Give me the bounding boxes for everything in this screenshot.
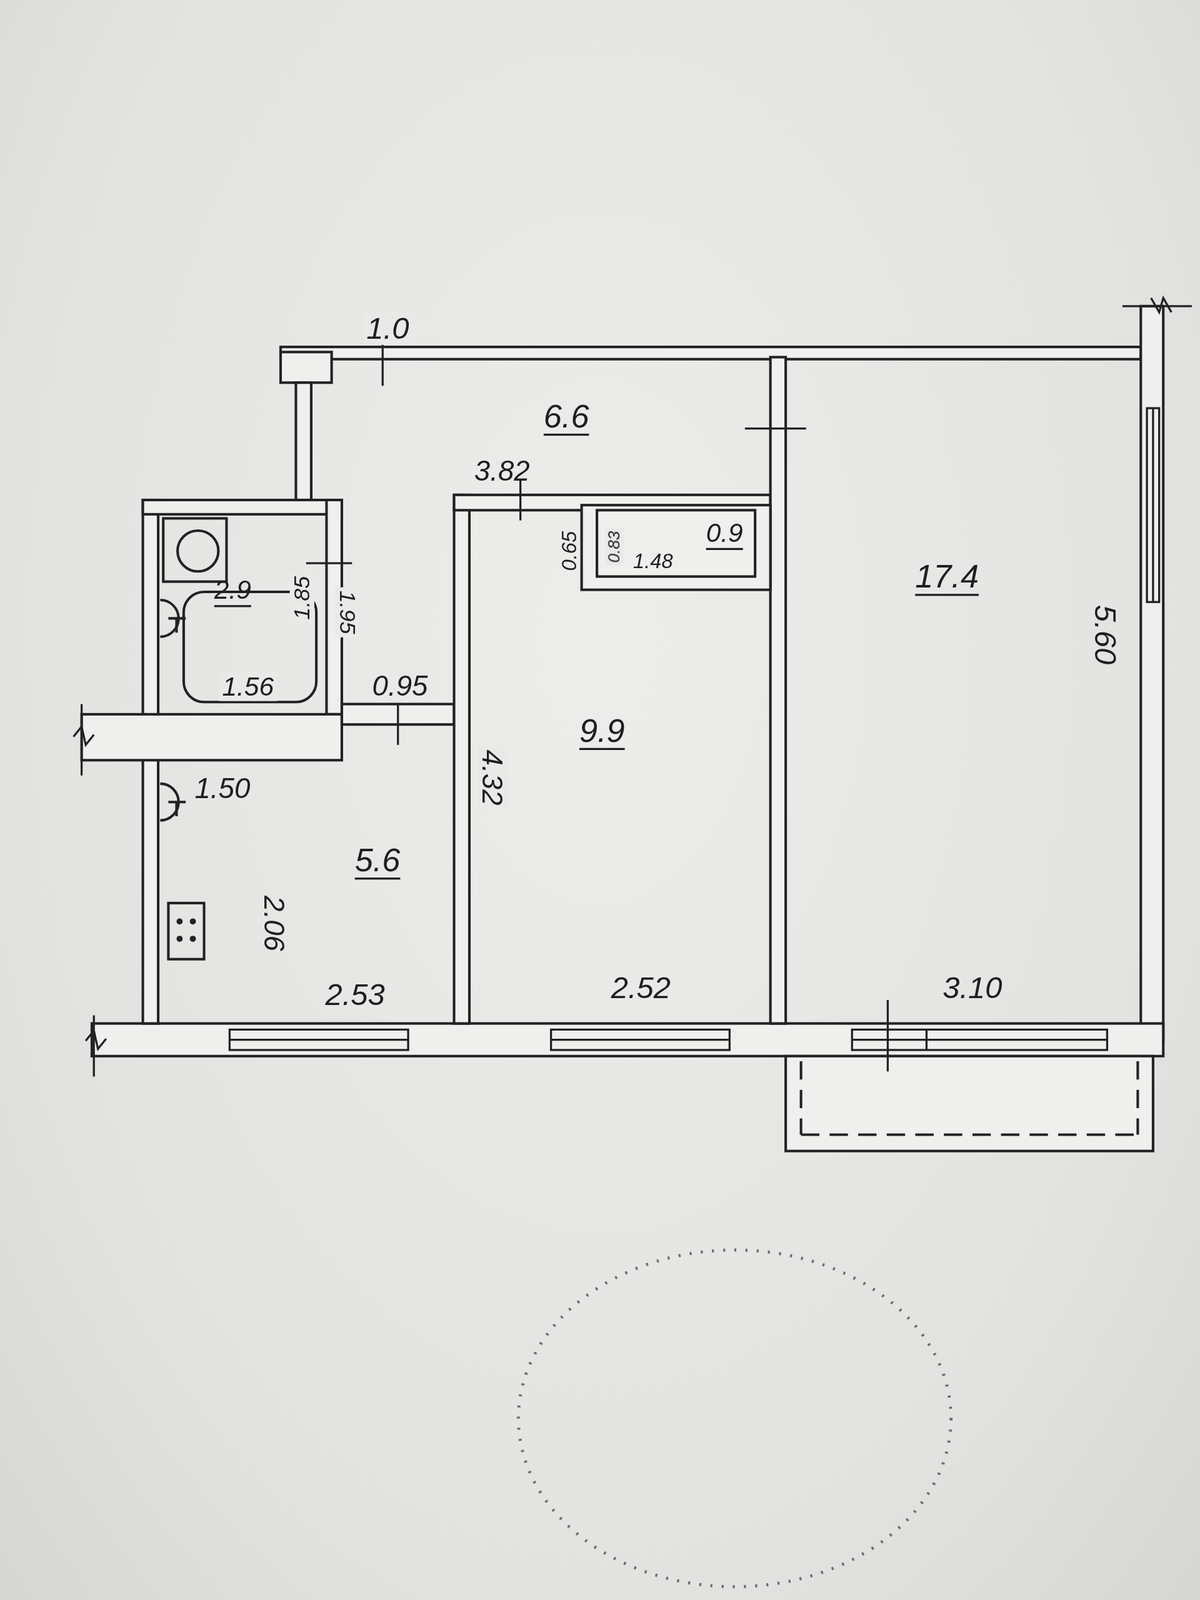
- dimension-label: 1.95: [335, 587, 360, 638]
- dimension-label: 1.56: [219, 672, 277, 702]
- dimension-label: 1.85: [290, 573, 315, 624]
- dimension-label: 1.50: [191, 773, 254, 805]
- dimension-label: 5.60: [1088, 601, 1122, 668]
- dimension-label: 1.48: [630, 550, 676, 573]
- dimension-label: 17.4: [911, 559, 982, 595]
- dimension-label: 2.52: [608, 971, 674, 1004]
- dimension-label: 2.9: [211, 575, 255, 605]
- dimension-label: 0.9: [703, 518, 747, 547]
- dimension-label: 0.95: [369, 671, 432, 702]
- dimension-label: 9.9: [576, 713, 628, 749]
- dimension-label: 6.6: [540, 398, 592, 434]
- dimension-label: 2.53: [322, 978, 389, 1012]
- dimension-label: 4.32: [476, 746, 507, 809]
- dimension-label: 0.65: [558, 528, 581, 574]
- dimension-label: 3.82: [471, 456, 534, 487]
- dimension-label: 1.0: [363, 312, 412, 345]
- dimension-label: 5.6: [351, 843, 404, 879]
- dimension-label: 3.10: [939, 971, 1005, 1004]
- dimension-label: 2.06: [258, 892, 289, 955]
- dimension-label: 0.83: [605, 528, 624, 567]
